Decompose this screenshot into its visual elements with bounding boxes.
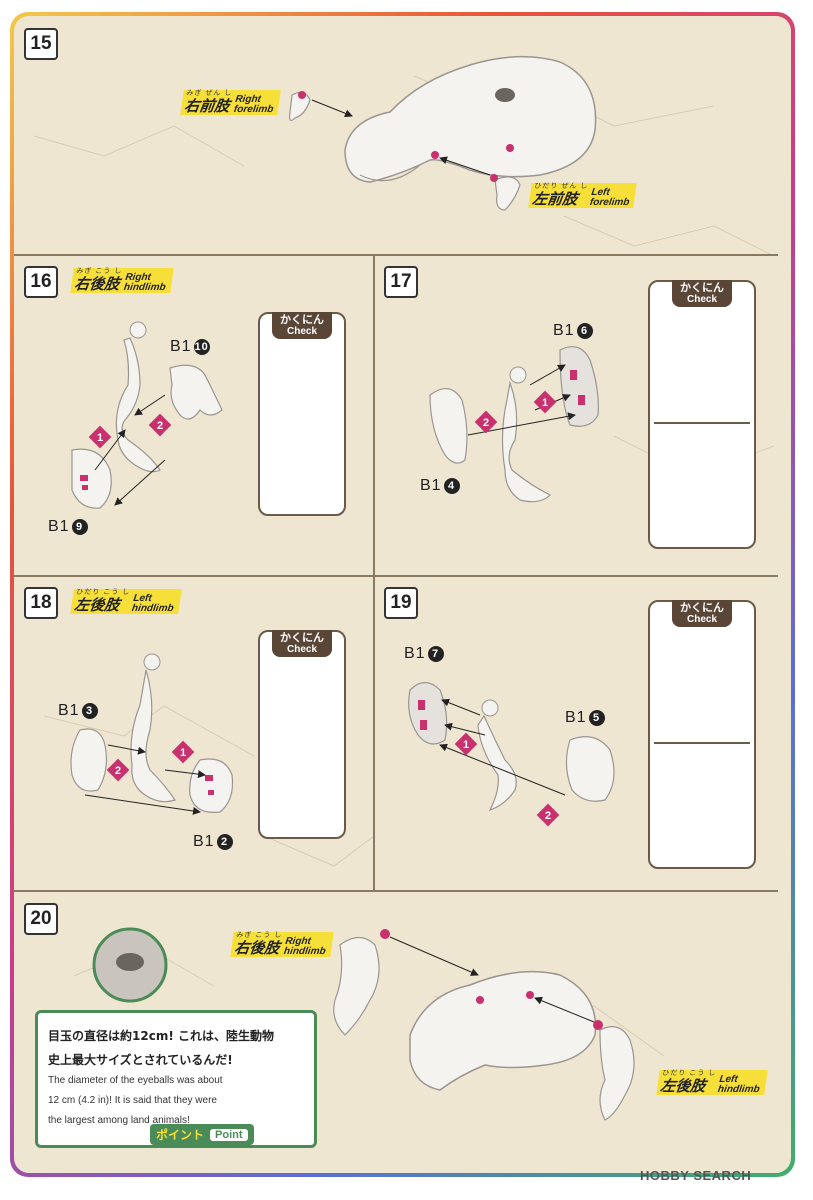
- step-number-16: 16: [24, 266, 58, 298]
- right-leg-17: [501, 366, 552, 503]
- arrow-18a: [107, 744, 146, 755]
- trex-body-step15: [344, 55, 597, 183]
- right-hindlimb-upper-16: [115, 321, 161, 473]
- order-marker-1: 1: [533, 390, 557, 414]
- order-marker-number: 1: [542, 397, 548, 409]
- point-callout: 目玉の直径は約12cm! これは、陸生動物 史上最大サイズとされているんだ! T…: [35, 1010, 317, 1148]
- b1-7-cover-19: [408, 681, 448, 745]
- order-marker-1: 1: [171, 740, 195, 764]
- order-marker-number: 2: [157, 420, 163, 432]
- arrow-20a: [389, 936, 479, 976]
- b1-5-hip-19: [565, 736, 615, 802]
- arrow-18b: [164, 769, 206, 779]
- order-marker-2: 2: [536, 803, 560, 827]
- order-marker-2: 2: [148, 413, 172, 437]
- left-leg-19: [477, 699, 517, 812]
- b1-6-cover-17: [559, 346, 599, 427]
- point-tab: ポイント Point: [150, 1124, 254, 1145]
- left-hindlimb-part-20: [593, 1020, 635, 1121]
- trex-body-step20: [409, 970, 597, 1091]
- eye-closeup-circle: [92, 927, 168, 1003]
- b1-2-shin-18: [189, 758, 234, 813]
- step-number-18: 18: [24, 587, 58, 619]
- divider-h1: [14, 254, 778, 256]
- arrow-16b: [94, 429, 126, 471]
- step-number-20: 20: [24, 903, 58, 935]
- arrow-20b: [534, 996, 595, 1023]
- arrow-18c: [84, 794, 201, 815]
- arrow-19c: [439, 743, 566, 796]
- left-hindlimb-upper-18: [130, 653, 176, 803]
- arrow-17a: [529, 364, 566, 386]
- divider-v1: [373, 256, 375, 576]
- divider-h3: [14, 890, 778, 892]
- arrow-15a: [311, 99, 353, 118]
- divider-h2: [14, 575, 778, 577]
- order-marker-2: 2: [106, 758, 130, 782]
- arrow-16c: [114, 459, 166, 506]
- arrow-19a: [441, 698, 481, 716]
- step-number-17: 17: [384, 266, 418, 298]
- b1-10-foot-16: [169, 364, 223, 420]
- point-en-line-2: 12 cm (4.2 in)! It is said that they wer…: [48, 1095, 217, 1106]
- point-jp-line-2: 史上最大サイズとされているんだ!: [48, 1053, 233, 1067]
- arrow-19b: [444, 722, 486, 736]
- point-en-line-3: the largest among land animals!: [48, 1115, 190, 1126]
- right-hindlimb-part-20: [333, 929, 390, 1036]
- order-marker-number: 2: [115, 765, 121, 777]
- b1-4-hip-17: [429, 388, 468, 464]
- order-marker-1: 1: [88, 425, 112, 449]
- order-marker-number: 1: [180, 747, 186, 759]
- right-forelimb-part: [288, 91, 311, 122]
- step-number-19: 19: [384, 587, 418, 619]
- step-number-15: 15: [24, 28, 58, 60]
- b1-3-foot-18: [70, 728, 108, 792]
- order-marker-number: 1: [97, 432, 103, 444]
- point-en-line-1: The diameter of the eyeballs was about: [48, 1075, 223, 1086]
- b1-9-shin-16: [71, 448, 112, 509]
- point-jp-line-1: 目玉の直径は約12cm! これは、陸生動物: [48, 1029, 274, 1043]
- order-marker-number: 1: [463, 739, 469, 751]
- divider-v2: [373, 577, 375, 890]
- arrow-15b: [439, 156, 491, 176]
- arrow-16a: [134, 394, 166, 416]
- order-marker-number: 2: [545, 810, 551, 822]
- watermark: HOBBY SEARCH: [640, 1168, 752, 1183]
- left-forelimb-part: [490, 174, 521, 211]
- order-marker-number: 2: [483, 417, 489, 429]
